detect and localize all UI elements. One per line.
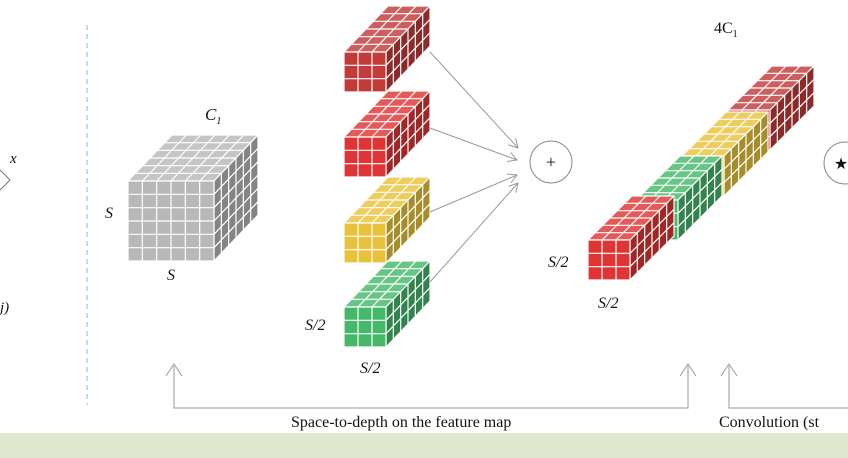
slice-yellow-grid-lines [344,176,431,263]
bracket-right-arrowhead [679,363,697,377]
arrow-red [429,127,517,160]
convolution-caption: Convolution (st [719,414,820,431]
convolution-bracket [720,363,848,409]
slice-height-label: S/2 [305,317,325,334]
bottom-bar [0,433,848,458]
concat-circle [529,140,573,184]
arrow-red-dark [429,51,518,148]
conv-bracket-arrowhead [720,363,738,377]
bracket-left-arrowhead [165,363,183,377]
output-segment-red-grid-lines [588,195,675,280]
output-height-label: S/2 [548,254,568,271]
conv-bracket-line [728,366,848,409]
concat-symbol: + [546,152,556,172]
input-width-label: S [167,267,175,284]
input-height-label: S [105,205,113,222]
output-segment-red-front-face [587,239,631,281]
output-width-label: S/2 [598,295,618,312]
arrow-yellow [429,175,517,213]
4c1-label: 4C1 [714,20,738,40]
right-operator-circle [823,141,848,185]
c1-label: C1 [205,105,221,127]
x-label: x [9,151,17,167]
slice-green-front-face [343,306,387,348]
output-feature-map-block [587,65,815,281]
slice-red [343,90,431,178]
slice-green [343,260,431,348]
left-fragment: x j) [0,151,17,316]
input-feature-map-cube [127,134,259,262]
output-segment-red [587,195,675,281]
slice-dark-red-front-face [343,51,387,93]
space-to-depth-caption: Space-to-depth on the feature map [291,414,511,431]
input-cube [127,134,259,262]
star-icon: ★ [834,156,848,173]
arrow-green [429,183,518,283]
4c1-subscript: 1 [733,29,738,40]
slice-red-front-face [343,136,387,178]
bracket-line [173,366,689,409]
slice-yellow [343,176,431,264]
input-cube-grid-lines [128,134,259,261]
slice-green-grid-lines [344,260,431,347]
c1-subscript: 1 [216,116,221,127]
right-fragment: ★ [823,141,848,185]
slice-red-grid-lines [344,90,431,177]
slice-width-label: S/2 [360,360,380,377]
sliced-sub-maps [343,5,431,348]
left-arrow-fragment [0,169,11,191]
j-label: j) [0,300,9,316]
slice-dark-red [343,5,431,93]
slice-dark-red-grid-lines [344,5,431,92]
slice-to-concat-arrows [429,51,518,283]
concat-operator: + [529,140,573,184]
space-to-depth-bracket [165,363,697,409]
slice-yellow-front-face [343,222,387,264]
